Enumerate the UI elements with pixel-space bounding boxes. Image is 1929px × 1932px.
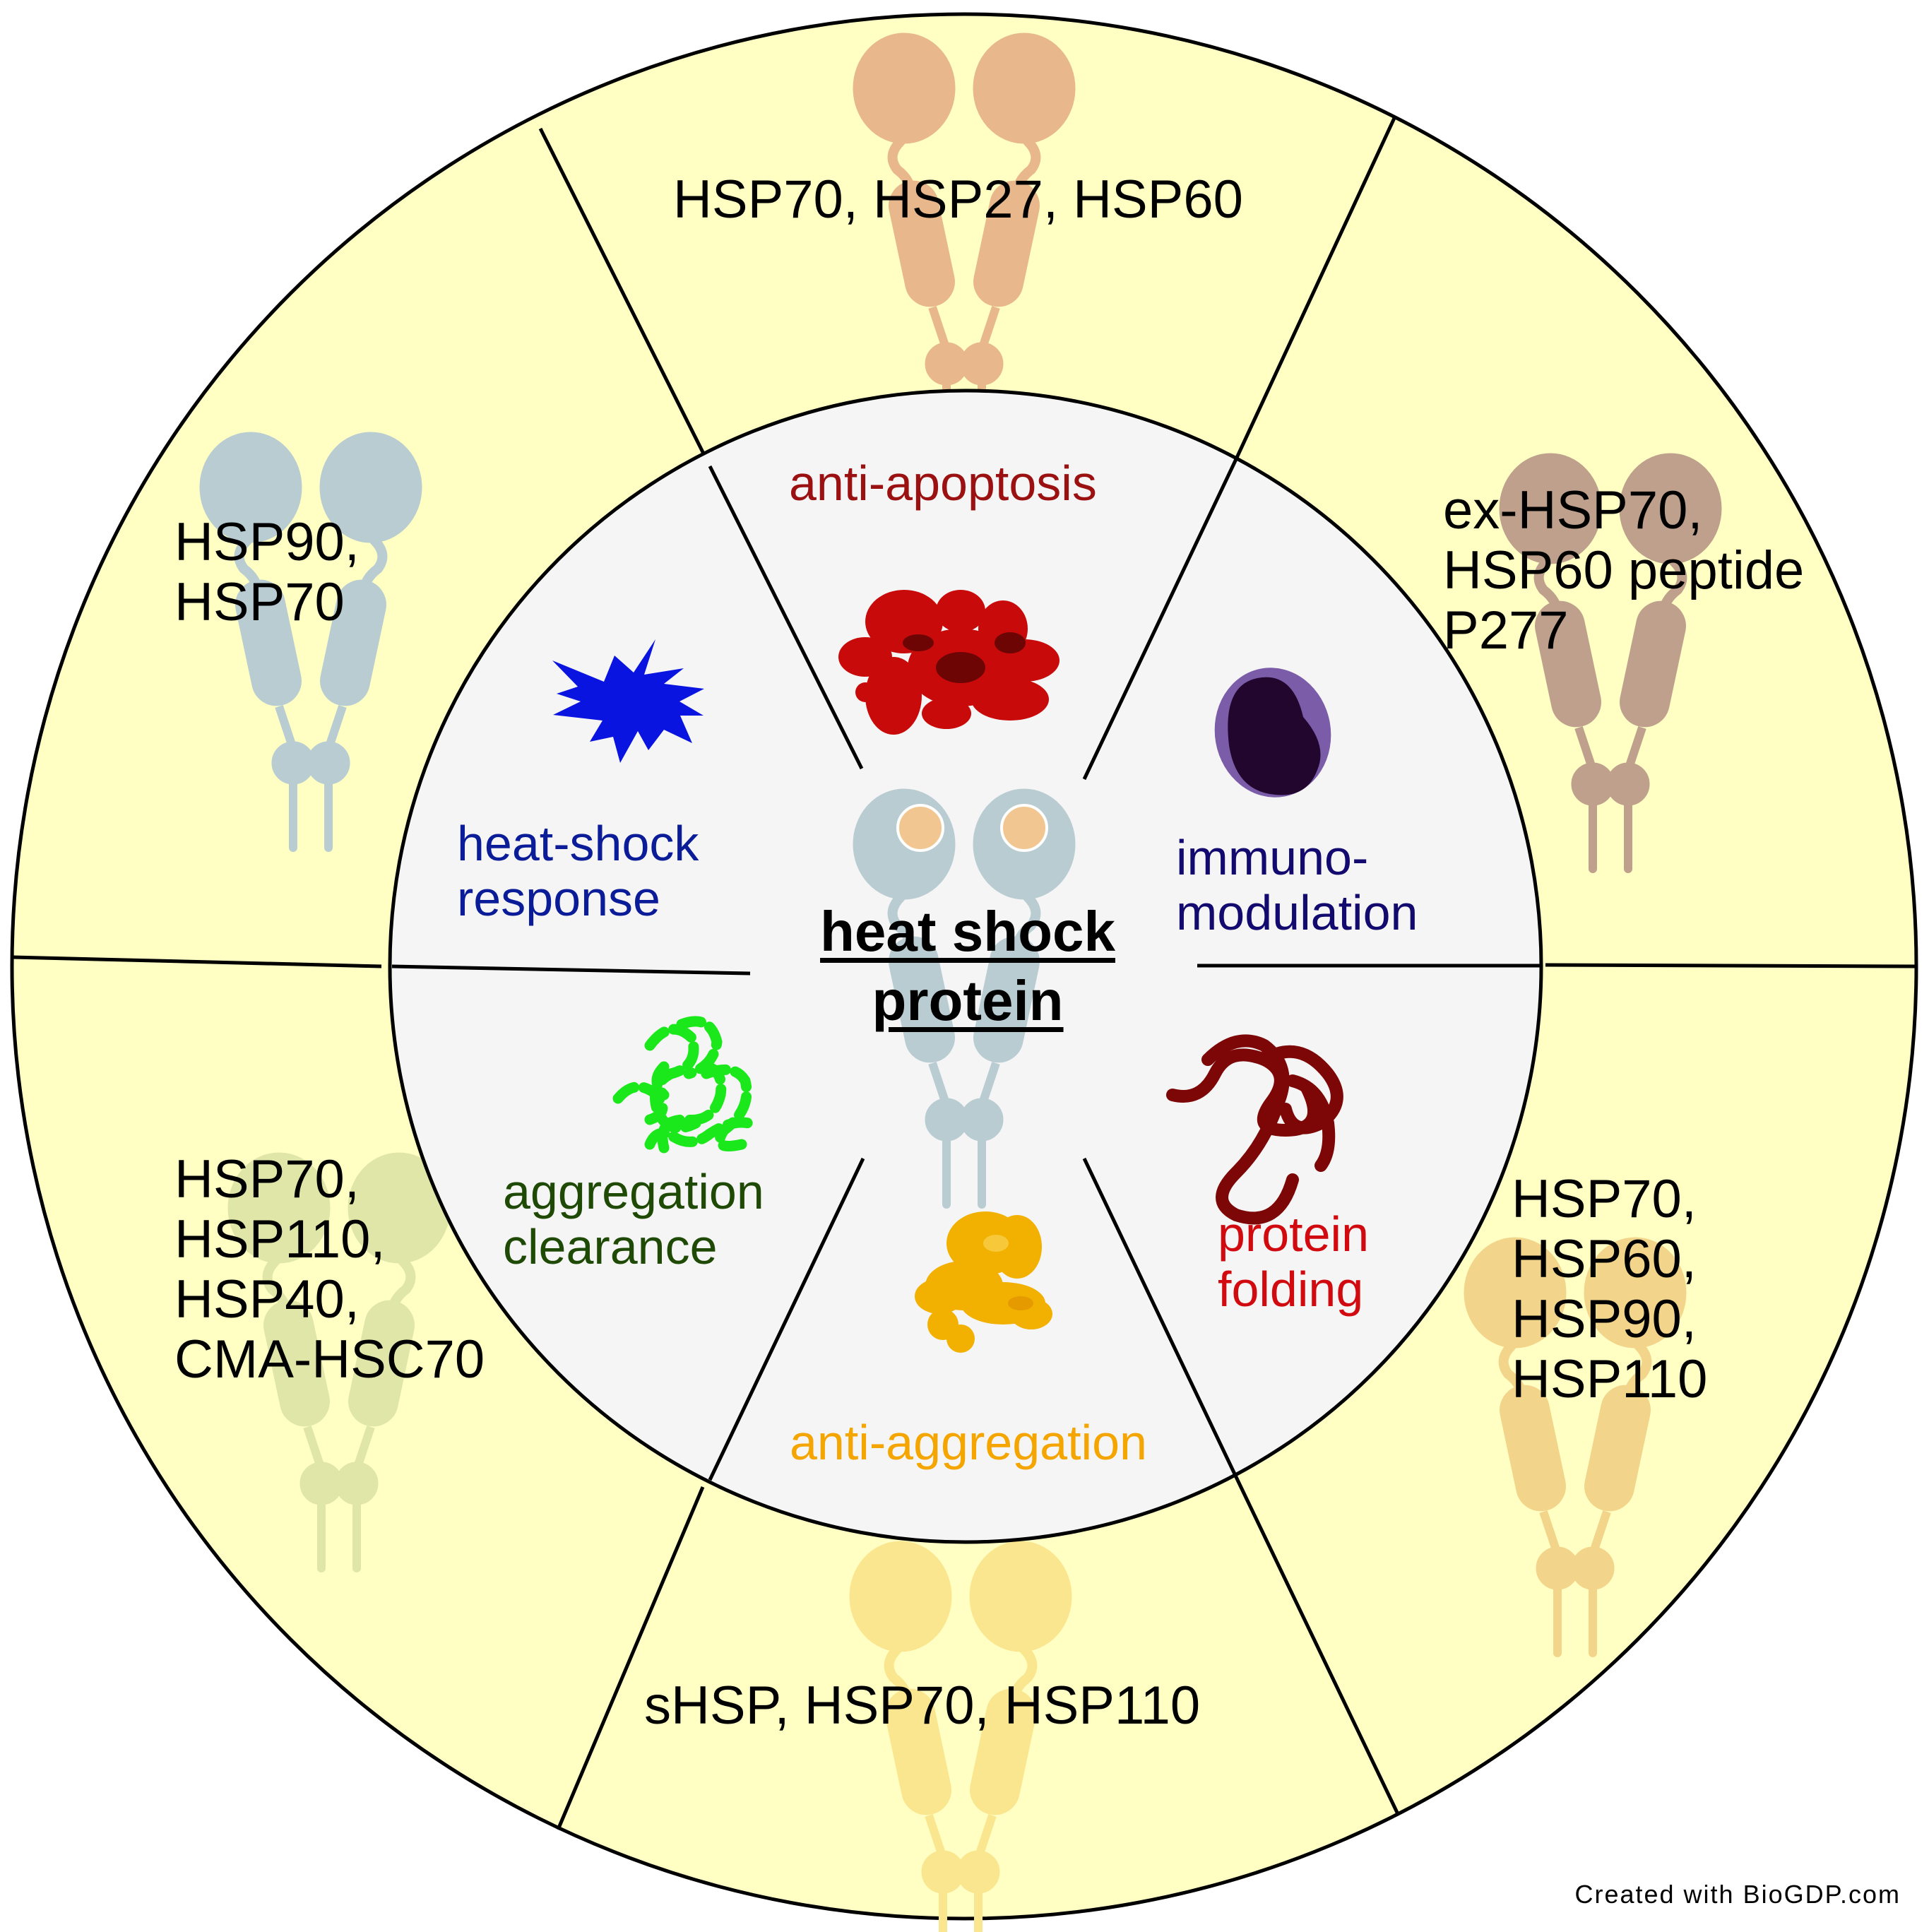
fragmented-aggregate-icon [612, 1016, 754, 1154]
divider-inner-left [391, 964, 751, 976]
inner-dividers [391, 458, 1540, 1481]
hsp-group-heat-shock-response: HSP90, HSP70 [174, 512, 360, 633]
divider-inner-upper-right [1082, 458, 1238, 781]
divider-outer-right [1545, 963, 1917, 968]
divider-inner-lower-left [708, 1157, 865, 1481]
atp-icon [1000, 804, 1048, 852]
center-title: heat shock protein [784, 897, 1151, 1035]
divider-inner-lower-right [1082, 1157, 1240, 1481]
function-label-anti-aggregation: anti-aggregation [790, 1415, 1147, 1470]
hsp-group-immunomodulation: ex-HSP70, HSP60 peptide P277 [1443, 480, 1805, 661]
center-title-line2: protein [872, 968, 1064, 1032]
starburst-icon [552, 639, 704, 763]
atp-icon [896, 804, 944, 852]
hsp-group-protein-folding: HSP70, HSP60, HSP90, HSP110 [1512, 1169, 1708, 1410]
divider-outer-left [12, 955, 382, 968]
function-label-protein-folding: protein folding [1218, 1207, 1370, 1317]
divider-outer-lower-left [556, 1486, 705, 1830]
hsp-group-aggregation-clearance: HSP70, HSP110, HSP40, CMA-HSC70 [174, 1149, 485, 1390]
credit-text: Created with BioGDP.com [1574, 1880, 1901, 1909]
divider-outer-upper-right [1234, 115, 1397, 461]
divider-outer-upper-left [538, 127, 712, 468]
hsp-group-anti-aggregation: sHSP, HSP70, HSP110 [644, 1676, 1201, 1736]
function-label-aggregation-clearance: aggregation clearance [503, 1164, 764, 1275]
apoptotic-cell-icon [838, 590, 1060, 735]
function-label-heat-shock-response: heat-shock response [457, 816, 699, 927]
function-label-anti-apoptosis: anti-apoptosis [789, 456, 1097, 511]
immune-cell-icon [1214, 668, 1331, 798]
hsp-group-anti-apoptosis: HSP70, HSP27, HSP60 [673, 170, 1243, 230]
divider-inner-upper-left [708, 465, 864, 770]
central-hsp-protein-icon [853, 789, 1075, 1204]
center-title-line1: heat shock [820, 900, 1115, 963]
function-label-immunomodulation: immuno- modulation [1176, 830, 1418, 941]
folded-protein-icon [1166, 1034, 1343, 1225]
outer-dividers [12, 115, 1917, 1830]
protein-aggregate-icon [915, 1211, 1052, 1353]
divider-outer-lower-right [1235, 1478, 1401, 1817]
